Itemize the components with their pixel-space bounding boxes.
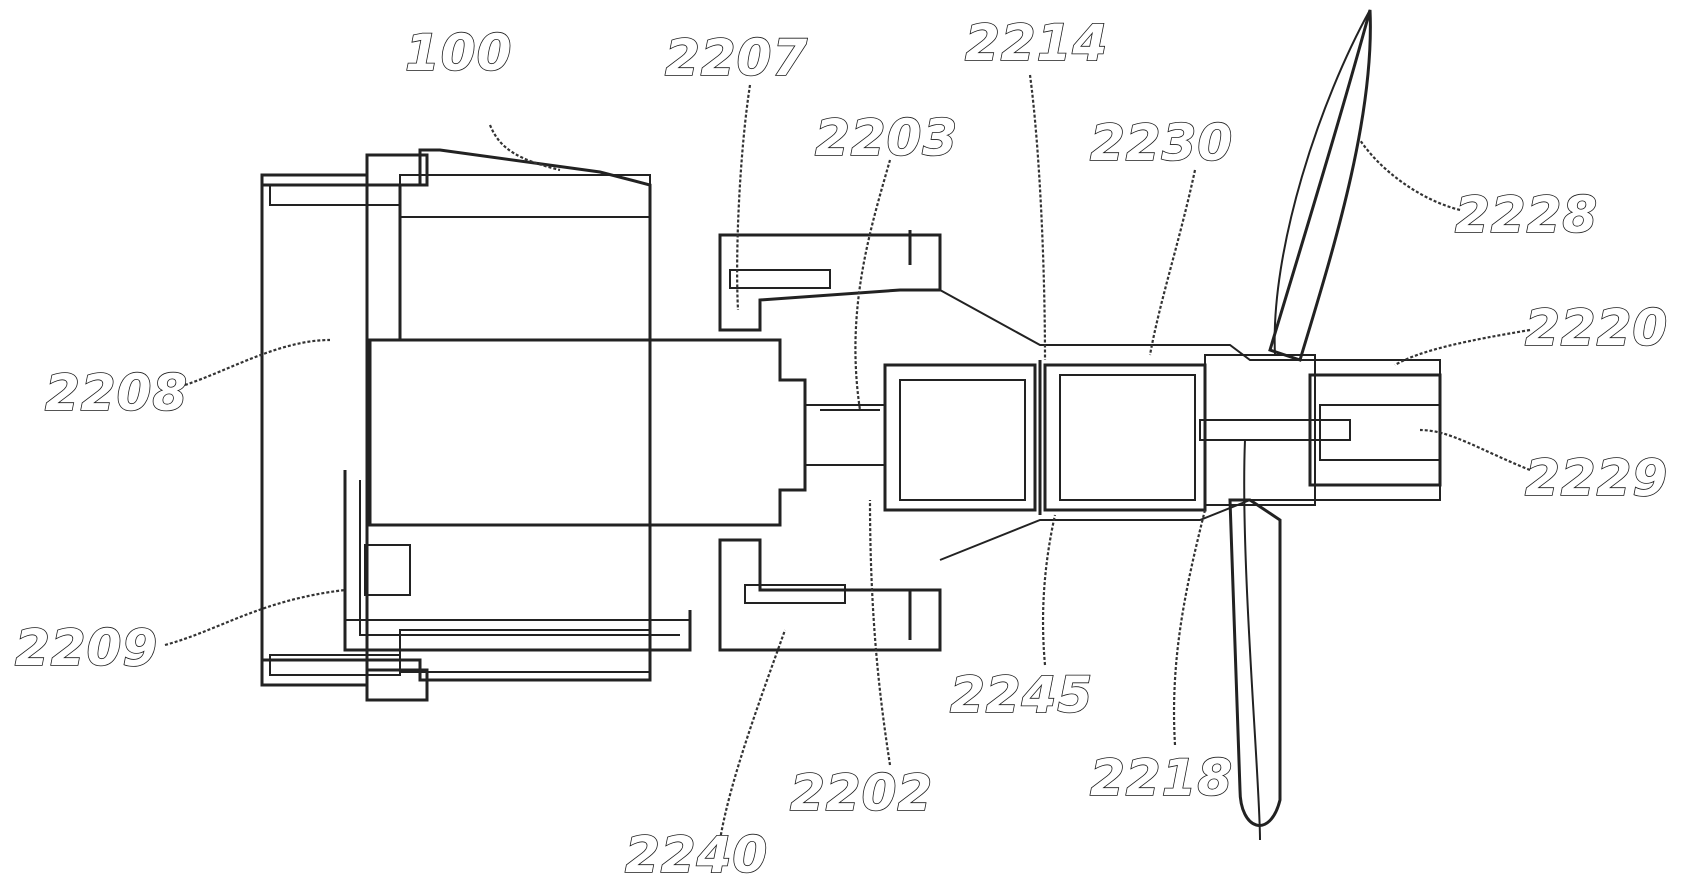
hub-bolt bbox=[1200, 405, 1440, 460]
label-2240: 2240 bbox=[625, 826, 768, 884]
label-100: 100 bbox=[405, 24, 512, 82]
label-2207: 2207 bbox=[665, 29, 808, 87]
magnet-inner bbox=[885, 365, 1035, 510]
label-2229: 2229 bbox=[1525, 449, 1668, 507]
label-2230: 2230 bbox=[1090, 114, 1233, 172]
label-2203: 2203 bbox=[815, 109, 958, 167]
label-2220: 2220 bbox=[1525, 299, 1668, 357]
magnet-outer bbox=[1040, 360, 1205, 515]
label-2218: 2218 bbox=[1090, 749, 1233, 807]
label-2245: 2245 bbox=[950, 666, 1093, 724]
motor-block bbox=[370, 340, 805, 525]
wiring-frame bbox=[345, 470, 690, 650]
label-2202: 2202 bbox=[790, 764, 933, 822]
label-2208: 2208 bbox=[45, 364, 188, 422]
label-2228: 2228 bbox=[1455, 186, 1598, 244]
bearing-flange bbox=[720, 230, 940, 650]
shaft bbox=[805, 405, 885, 465]
outer-shell bbox=[940, 290, 1440, 560]
label-2209: 2209 bbox=[15, 619, 158, 677]
label-2214: 2214 bbox=[965, 14, 1108, 72]
housing bbox=[262, 150, 650, 700]
